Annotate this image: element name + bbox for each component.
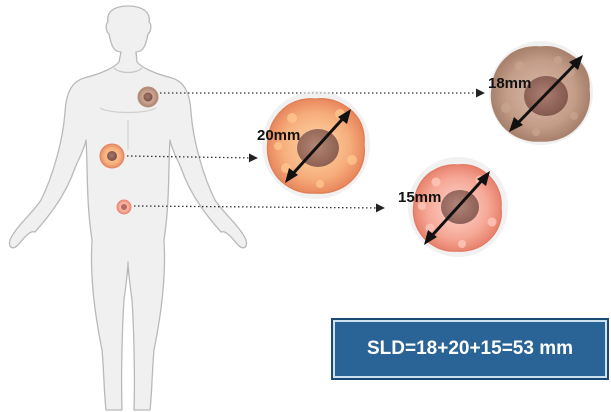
tumor-size-label-18mm: 18mm xyxy=(488,75,531,92)
lesion-pelvis xyxy=(117,200,131,214)
pointer-pelvis xyxy=(134,206,384,208)
sld-formula-box: SLD=18+20+15=53 mm xyxy=(331,318,609,380)
tumor-size-label-15mm: 15mm xyxy=(398,189,441,206)
lesion-chest xyxy=(138,87,158,107)
tumor-18mm xyxy=(489,41,593,145)
tumor-20mm xyxy=(262,91,370,199)
lesion-abdomen xyxy=(100,144,124,168)
sld-formula-text: SLD=18+20+15=53 mm xyxy=(367,338,573,360)
tumor-size-label-20mm: 20mm xyxy=(257,127,300,144)
